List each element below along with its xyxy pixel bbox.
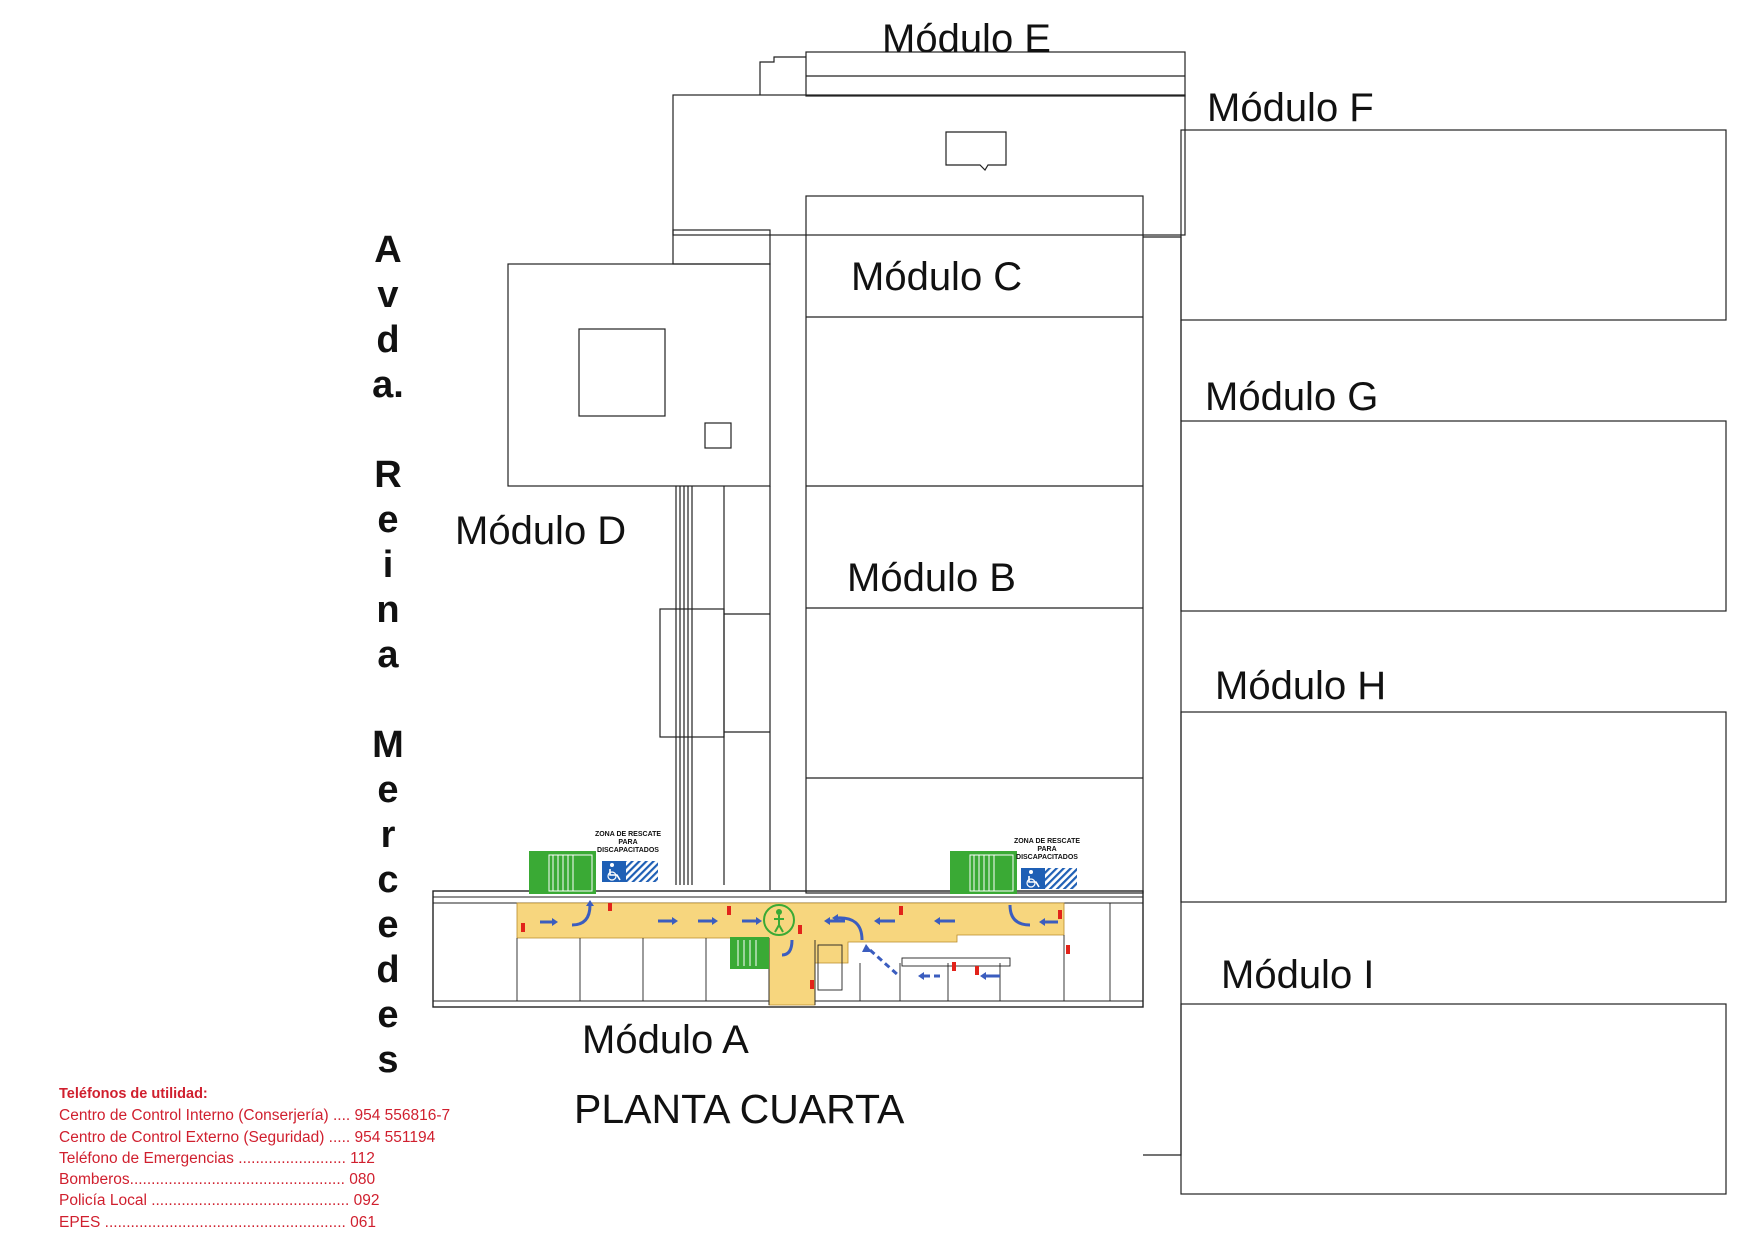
phone-entry: Teléfono de Emergencias ................… <box>59 1149 375 1167</box>
module-h-outline <box>1180 711 1727 903</box>
phone-directory-title: Teléfonos de utilidad: <box>59 1086 208 1102</box>
stairs-icon <box>730 937 769 969</box>
evacuation-corridor <box>516 902 1065 1006</box>
module-f-label: Módulo F <box>1207 86 1374 130</box>
rescue-zone-label-right: ZONA DE RESCATE PARA DISCAPACITADOS <box>1013 838 1081 861</box>
module-i-outline <box>1180 1003 1727 1195</box>
phone-entry: Bomberos................................… <box>59 1171 376 1189</box>
module-i-label: Módulo I <box>1221 953 1375 997</box>
street-name: A v d a. R e i n a M e r c e d e s <box>372 229 404 1081</box>
stairs-icon <box>950 851 1017 894</box>
wheelchair-icon <box>1021 868 1077 889</box>
module-g-outline <box>1180 420 1727 612</box>
module-f-outline <box>1180 129 1727 321</box>
module-e-outline <box>805 51 1186 97</box>
wheelchair-icon <box>602 861 658 882</box>
phone-entry: EPES ...................................… <box>59 1213 376 1231</box>
module-d-courtyard <box>578 328 666 417</box>
module-b-label: Módulo B <box>847 556 1016 600</box>
stairs-icon <box>529 851 596 894</box>
module-e-room <box>945 131 1007 171</box>
module-d-outline <box>507 263 771 487</box>
module-e-block <box>672 94 1186 236</box>
rescue-zone-label-left: ZONA DE RESCATE PARA DISCAPACITADOS <box>594 831 662 854</box>
fire-extinguisher-icon <box>521 903 1070 989</box>
floor-label: PLANTA CUARTA <box>574 1086 905 1132</box>
phone-entry: Policía Local ..........................… <box>59 1192 380 1210</box>
module-c-b-outline <box>805 195 1144 894</box>
phone-entry: Centro de Control Externo (Seguridad) ..… <box>59 1128 436 1146</box>
module-a-plan <box>432 890 1144 1008</box>
module-h-label: Módulo H <box>1215 664 1387 708</box>
module-a-label: Módulo A <box>582 1018 749 1062</box>
phone-entry: Centro de Control Interno (Conserjería) … <box>59 1107 451 1125</box>
module-d-label: Módulo D <box>455 509 627 553</box>
phone-directory: Teléfonos de utilidad: Centro de Control… <box>59 1084 450 1233</box>
module-e-label: Módulo E <box>882 17 1051 61</box>
module-g-label: Módulo G <box>1205 375 1379 419</box>
assembly-point-icon <box>763 904 795 936</box>
evacuation-arrow-icon <box>540 900 1058 980</box>
module-c-label: Módulo C <box>851 255 1023 299</box>
